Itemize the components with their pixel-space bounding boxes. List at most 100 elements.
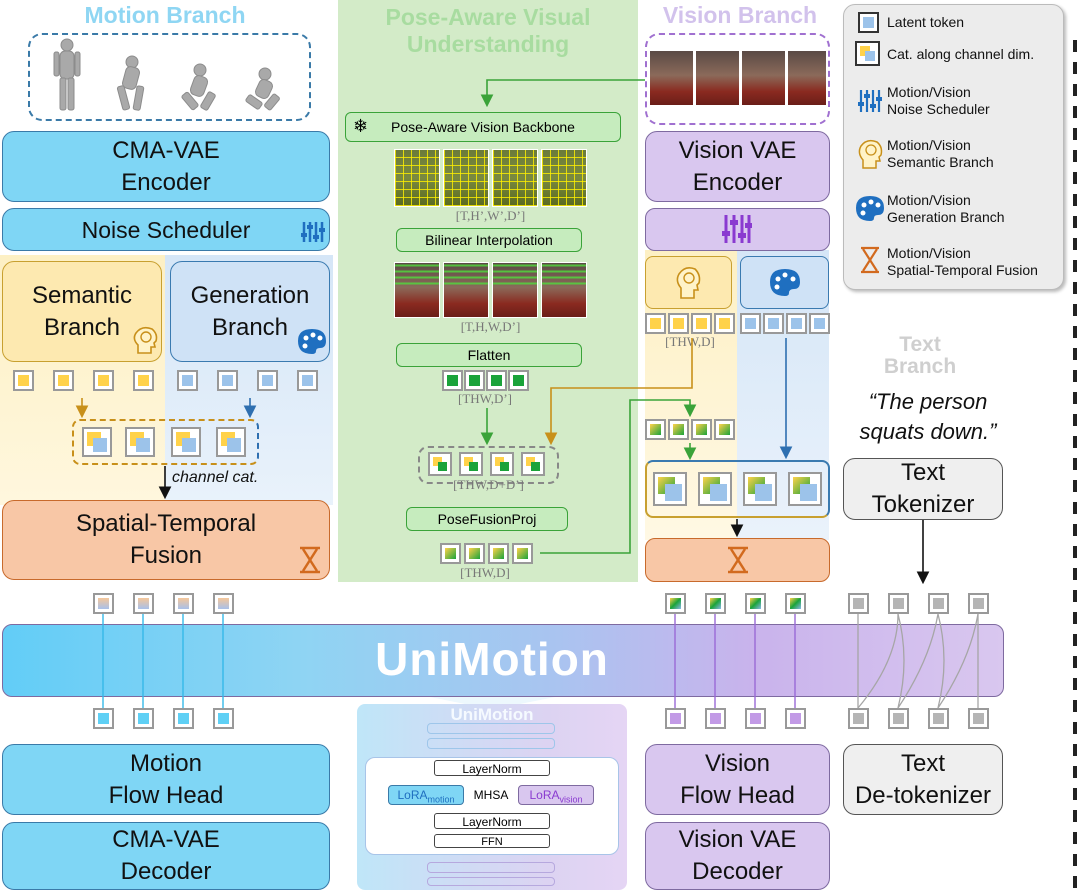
inset-funnel [430,697,555,704]
video-frame [787,50,827,106]
vision-semantic-token [691,313,712,334]
vision-cat-group [645,460,830,518]
pose-cat-group [418,446,559,484]
motion-spatial-temporal-fusion: Spatial-Temporal Fusion [2,500,330,580]
motion-fused-token [133,593,154,614]
pose-cat-token [490,452,514,476]
vision-cat-token [653,472,687,506]
interpolated-frame [443,262,489,318]
pose-proj-token [440,543,461,564]
text-detokenizer: Text De-tokenizer [843,744,1003,815]
inset-title: UniMotion [450,705,534,724]
legend-generation: Motion/Vision Generation Branch [887,192,1005,225]
text-output-token [968,708,989,729]
motion-generation-token [297,370,318,391]
pose-figure-bending [116,55,145,111]
legend-scheduler: Motion/Vision Noise Scheduler [887,84,990,117]
arrow-frames-to-backbone [480,79,645,108]
vision-palette-icon [768,266,802,298]
vision-cat-token [698,472,732,506]
motion-cat-token [171,427,201,457]
legend-semantic: Motion/Vision Semantic Branch [887,137,994,170]
motion-cat-token [125,427,155,457]
inset-stack-top [427,738,555,749]
legend-cat-icon [855,41,880,66]
vision-branch-header: Vision Branch [662,2,818,28]
pose-flat-token [464,370,485,391]
unimotion-title: UniMotion [375,633,609,685]
lora-motion-sub: motion [427,794,455,805]
motion-semantic-token [133,370,154,391]
vision-output-token [665,708,686,729]
legend-latent-token-icon [858,12,879,33]
lora-motion-label: LoRA [397,788,428,802]
unimotion-bar [2,624,1004,697]
pose-flat-token [508,370,529,391]
pose-fusion-proj: PoseFusionProj [406,507,568,531]
motion-output-token [133,708,154,729]
vision-scheduler-icon [722,213,752,245]
inset-layernorm-1: LayerNorm [434,760,550,776]
lora-vision-sub: vision [559,794,583,805]
pose-cat-token [521,452,545,476]
vision-brain-icon [673,264,703,300]
dim-label-1: [T,H’,W’,D’] [455,208,526,223]
text-token [928,593,949,614]
vision-output-token [745,708,766,729]
grid-frame [541,149,587,207]
cma-vae-decoder: CMA-VAE Decoder [2,822,330,890]
pose-aware-header: Pose-Aware Visual Understanding [385,4,591,57]
inset-stack-top [427,723,555,734]
vision-fusion-icon [727,545,749,575]
vision-fused-token [645,419,666,440]
fusion-icon [298,545,322,575]
vision-noise-scheduler [645,208,830,251]
motion-poses-container [28,33,311,121]
legend-fusion: Motion/Vision Spatial-Temporal Fusion [887,245,1038,278]
grid-frame [394,149,440,207]
inset-layernorm-2: LayerNorm [434,813,550,829]
inset-stack-bottom [427,877,555,886]
vision-cat-token [743,472,777,506]
inset-lora-motion: LoRAmotion [388,785,464,805]
generation-palette-icon [296,326,328,356]
pose-flat-token [442,370,463,391]
dim-label-3: [THW,D’] [457,391,513,406]
inset-block [365,757,619,855]
vision-frames-container [645,33,830,125]
vision-semantic-token [645,313,666,334]
dim-label-2: [T,H,W,D’] [460,319,521,334]
legend-fusion-icon [860,246,880,274]
text-output-token [888,708,909,729]
pose-proj-token [488,543,509,564]
flatten: Flatten [396,343,582,367]
motion-fused-token [173,593,194,614]
interpolated-frame [492,262,538,318]
motion-generation-token [217,370,238,391]
interpolated-frame [394,262,440,318]
legend-generation-icon [854,193,886,223]
vision-generation-branch [740,256,829,309]
motion-semantic-token [93,370,114,391]
backbone-label: Pose-Aware Vision Backbone [391,119,575,135]
text-tokenizer: Text Tokenizer [843,458,1003,520]
vision-vae-decoder: Vision VAE Decoder [645,822,830,890]
vision-generation-token [786,313,807,334]
text-token [848,593,869,614]
lora-vision-label: LoRA [529,788,560,802]
inset-lora-vision: LoRAvision [518,785,594,805]
pose-cat-token [428,452,452,476]
snowflake-icon: ❄ [353,116,369,136]
motion-output-token [213,708,234,729]
arrow-proj-to-vision [540,399,697,554]
legend-scheduler-icon [858,88,882,114]
vision-final-token [705,593,726,614]
page-edge-marks [1073,40,1077,890]
motion-generation-token [177,370,198,391]
video-frame [741,50,786,106]
pose-figure-half-squat [181,63,216,111]
video-frame [695,50,740,106]
cma-vae-encoder: CMA-VAE Encoder [2,131,330,202]
pose-flat-token [486,370,507,391]
motion-semantic-token [13,370,34,391]
